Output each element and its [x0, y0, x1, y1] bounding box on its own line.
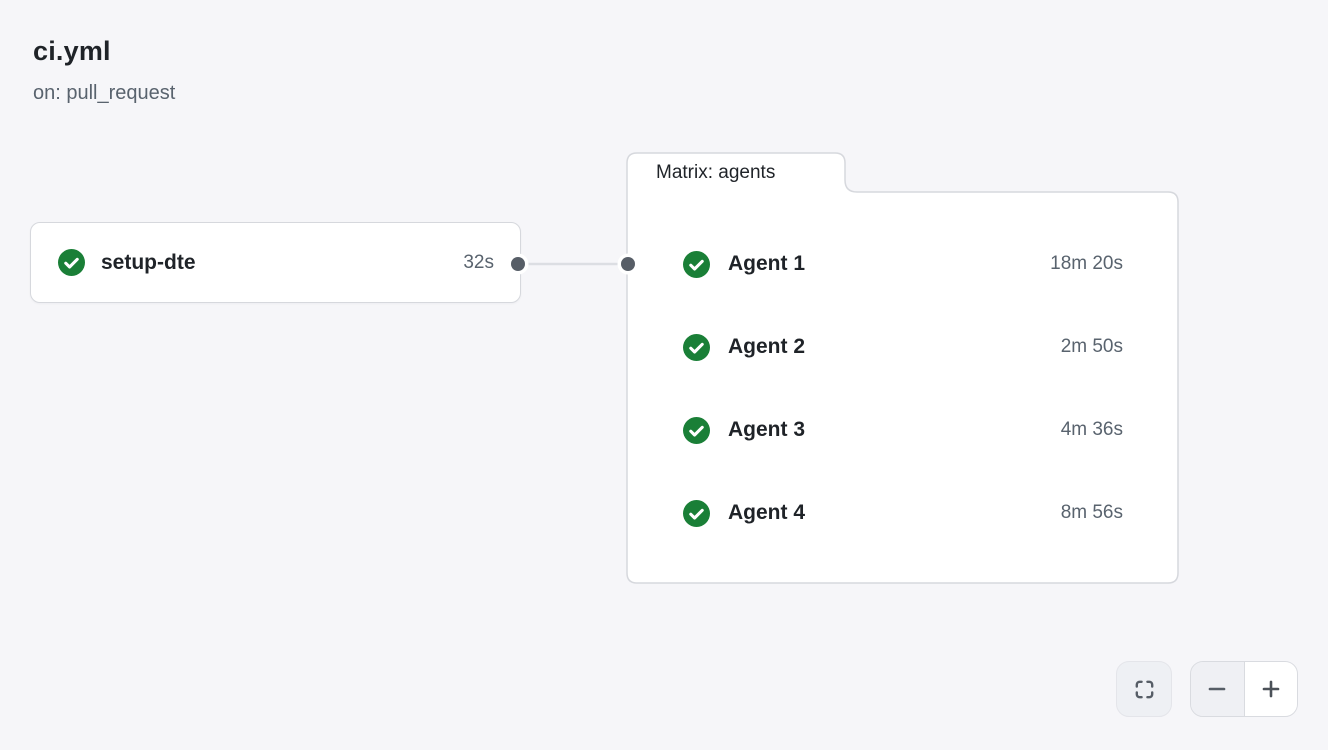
success-check-icon [683, 333, 710, 361]
job-duration: 18m 20s [1050, 253, 1123, 274]
connector-dot-target [621, 257, 635, 271]
job-row-agent-3[interactable]: Agent 3 4m 36s [683, 388, 1123, 472]
success-check-icon [683, 416, 710, 444]
workflow-trigger: on: pull_request [33, 82, 176, 104]
minus-icon [1209, 687, 1226, 691]
zoom-in-button[interactable] [1243, 662, 1297, 716]
success-check-icon [683, 499, 710, 527]
job-name: Agent 3 [728, 418, 806, 441]
job-name: setup-dte [101, 250, 196, 274]
plus-icon [1262, 680, 1280, 698]
workflow-title: ci.yml [33, 36, 111, 66]
zoom-controls [1190, 661, 1298, 717]
success-check-icon [58, 249, 85, 276]
job-name: Agent 2 [728, 335, 806, 358]
job-row-agent-1[interactable]: Agent 1 18m 20s [683, 222, 1123, 306]
matrix-group-body: Agent 1 18m 20s Agent 2 2m 50s Agent 3 4… [627, 192, 1178, 583]
fit-view-button[interactable] [1116, 661, 1172, 717]
job-duration: 32s [463, 251, 494, 273]
job-name: Agent 4 [728, 501, 806, 524]
job-name: Agent 1 [728, 252, 806, 275]
job-row-agent-4[interactable]: Agent 4 8m 56s [683, 471, 1123, 555]
job-duration: 8m 56s [1060, 502, 1123, 523]
job-row-agent-2[interactable]: Agent 2 2m 50s [683, 305, 1123, 389]
connector-dot-source [511, 257, 525, 271]
success-check-icon [683, 250, 710, 278]
job-node-setup-dte[interactable]: setup-dte 32s [30, 222, 521, 303]
fit-to-screen-icon [1135, 680, 1153, 698]
matrix-group-tab-label: Matrix: agents [656, 162, 776, 183]
job-duration: 4m 36s [1060, 419, 1123, 440]
zoom-out-button[interactable] [1191, 662, 1244, 716]
job-duration: 2m 50s [1060, 336, 1123, 357]
